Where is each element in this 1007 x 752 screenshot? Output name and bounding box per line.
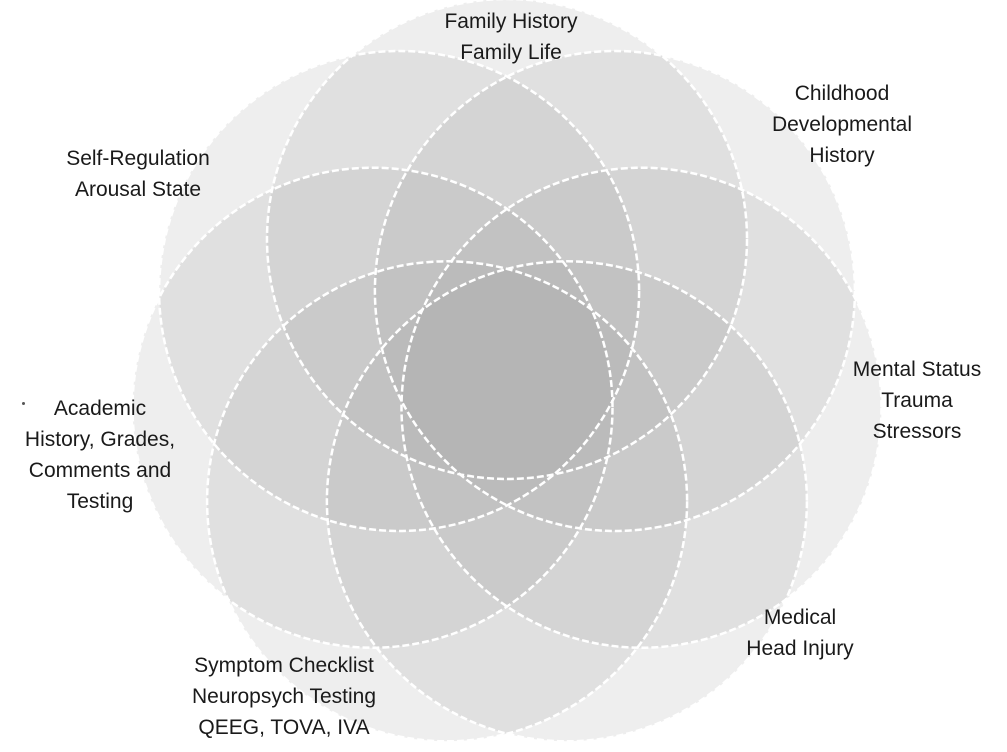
label-line: Comments and [0, 455, 200, 486]
label-line: Arousal State [18, 174, 258, 205]
label-line: Head Injury [700, 633, 900, 664]
label-line: History, Grades, [0, 424, 200, 455]
label-line: Self-Regulation [18, 143, 258, 174]
label-line: Trauma [834, 385, 1000, 416]
label-line: History [722, 140, 962, 171]
label-line: Stressors [834, 416, 1000, 447]
label-childhood: Childhood Developmental History [722, 78, 962, 171]
label-mental-status: Mental Status Trauma Stressors [834, 354, 1000, 447]
label-self-regulation: Self-Regulation Arousal State [18, 143, 258, 205]
label-symptom-checklist: Symptom Checklist Neuropsych Testing QEE… [152, 650, 416, 743]
label-line: Testing [0, 486, 200, 517]
label-line: Family Life [380, 37, 642, 68]
label-line: QEEG, TOVA, IVA [152, 712, 416, 743]
label-line: Medical [700, 602, 900, 633]
label-line: Symptom Checklist [152, 650, 416, 681]
label-line: Mental Status [834, 354, 1000, 385]
label-family-history: Family History Family Life [380, 6, 642, 68]
label-line: Neuropsych Testing [152, 681, 416, 712]
label-medical: Medical Head Injury [700, 602, 900, 664]
label-line: Childhood [722, 78, 962, 109]
circle-self [159, 51, 639, 531]
label-line: Developmental [722, 109, 962, 140]
label-line: Academic [0, 393, 200, 424]
label-line: Family History [380, 6, 642, 37]
label-academic: Academic History, Grades, Comments and T… [0, 393, 200, 517]
